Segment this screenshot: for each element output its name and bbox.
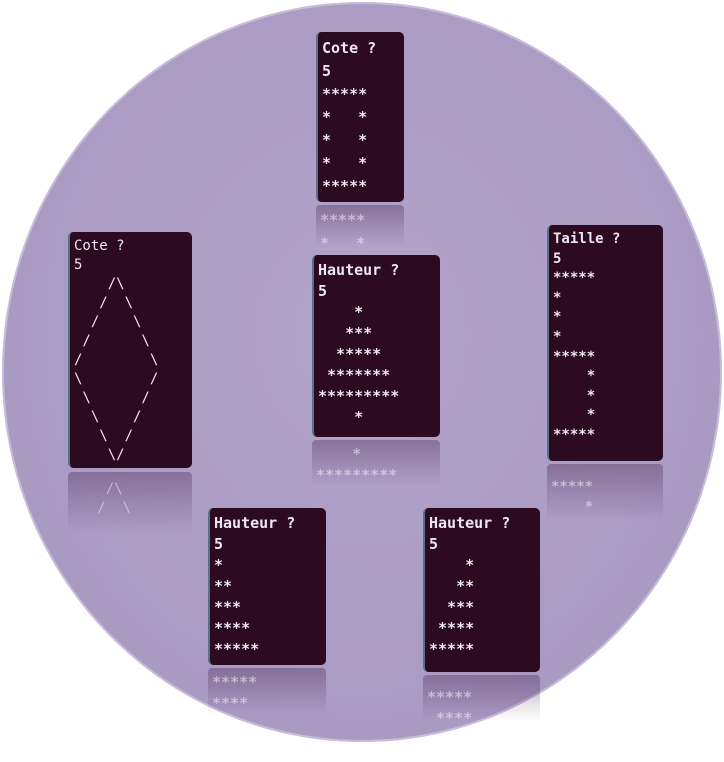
terminal-reflection: /\ / \ bbox=[68, 472, 192, 532]
terminal-square[interactable]: Cote ? 5 ***** * * * * * * ***** bbox=[316, 32, 404, 202]
terminal-output: Cote ? 5 ***** * * * * * * ***** bbox=[322, 39, 377, 195]
terminal-reflection: ***** * bbox=[547, 464, 663, 520]
terminal-output: Hauteur ? 5 * ** *** **** ***** bbox=[214, 514, 296, 658]
terminal-reflection: ***** **** bbox=[208, 668, 326, 714]
terminal-s-shape[interactable]: Taille ? 5 ***** * * * ***** * * * ***** bbox=[547, 225, 663, 461]
terminal-output: Hauteur ? 5 * ** *** **** ***** bbox=[429, 514, 511, 658]
terminal-right-triangle[interactable]: Hauteur ? 5 * ** *** **** ***** bbox=[423, 508, 540, 672]
terminal-reflection: ***** **** bbox=[423, 675, 540, 721]
terminal-reflection: * ********* bbox=[312, 440, 440, 486]
terminal-pyramid[interactable]: Hauteur ? 5 * *** ***** ******* ********… bbox=[312, 255, 440, 437]
terminal-output: Hauteur ? 5 * *** ***** ******* ********… bbox=[318, 261, 400, 426]
terminal-output: Taille ? 5 ***** * * * ***** * * * ***** bbox=[553, 231, 621, 443]
terminal-reflection: ***** * * bbox=[316, 205, 404, 245]
terminal-output: Cote ? 5 /\ / \ / \ / \ / \ \ / \ / \ / … bbox=[74, 238, 159, 463]
terminal-diamond[interactable]: Cote ? 5 /\ / \ / \ / \ / \ \ / \ / \ / … bbox=[68, 232, 192, 468]
terminal-left-triangle[interactable]: Hauteur ? 5 * ** *** **** ***** bbox=[208, 508, 326, 665]
